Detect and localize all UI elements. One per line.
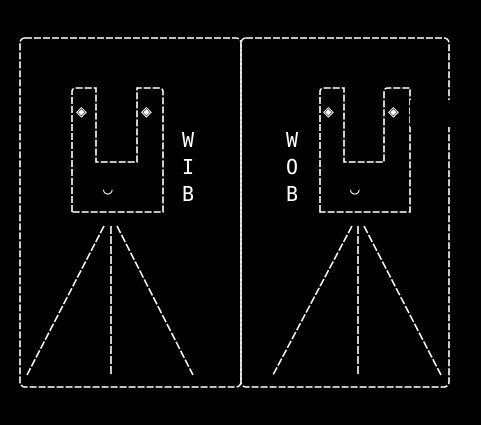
left-tripod-leg-right	[116, 225, 194, 376]
left-robot-eye-left: ◈	[76, 101, 87, 122]
left-robot-head	[71, 87, 164, 213]
right-panel-frame	[240, 37, 450, 388]
right-robot-eye-right: ◈	[388, 101, 399, 122]
right-robot-mouth: ◡	[350, 179, 360, 198]
left-label-char: I	[181, 155, 195, 179]
right-label-char: W	[285, 128, 299, 152]
right-tripod-leg-right	[363, 225, 442, 376]
right-tripod-leg-left	[272, 225, 353, 376]
right-panel-label: W O B	[284, 127, 300, 208]
left-label-char: W	[181, 128, 195, 152]
left-label-char: B	[181, 182, 195, 206]
left-tripod-leg-left	[26, 225, 105, 376]
left-panel-label: W I B	[180, 127, 196, 208]
left-robot-eye-right: ◈	[141, 101, 152, 122]
right-robot-eye-left: ◈	[323, 101, 334, 122]
right-label-char: O	[285, 155, 299, 179]
right-label-char: B	[285, 182, 299, 206]
right-robot-head	[319, 87, 411, 213]
right-head-stub-mask	[410, 100, 455, 127]
left-robot-mouth: ◡	[103, 179, 113, 198]
